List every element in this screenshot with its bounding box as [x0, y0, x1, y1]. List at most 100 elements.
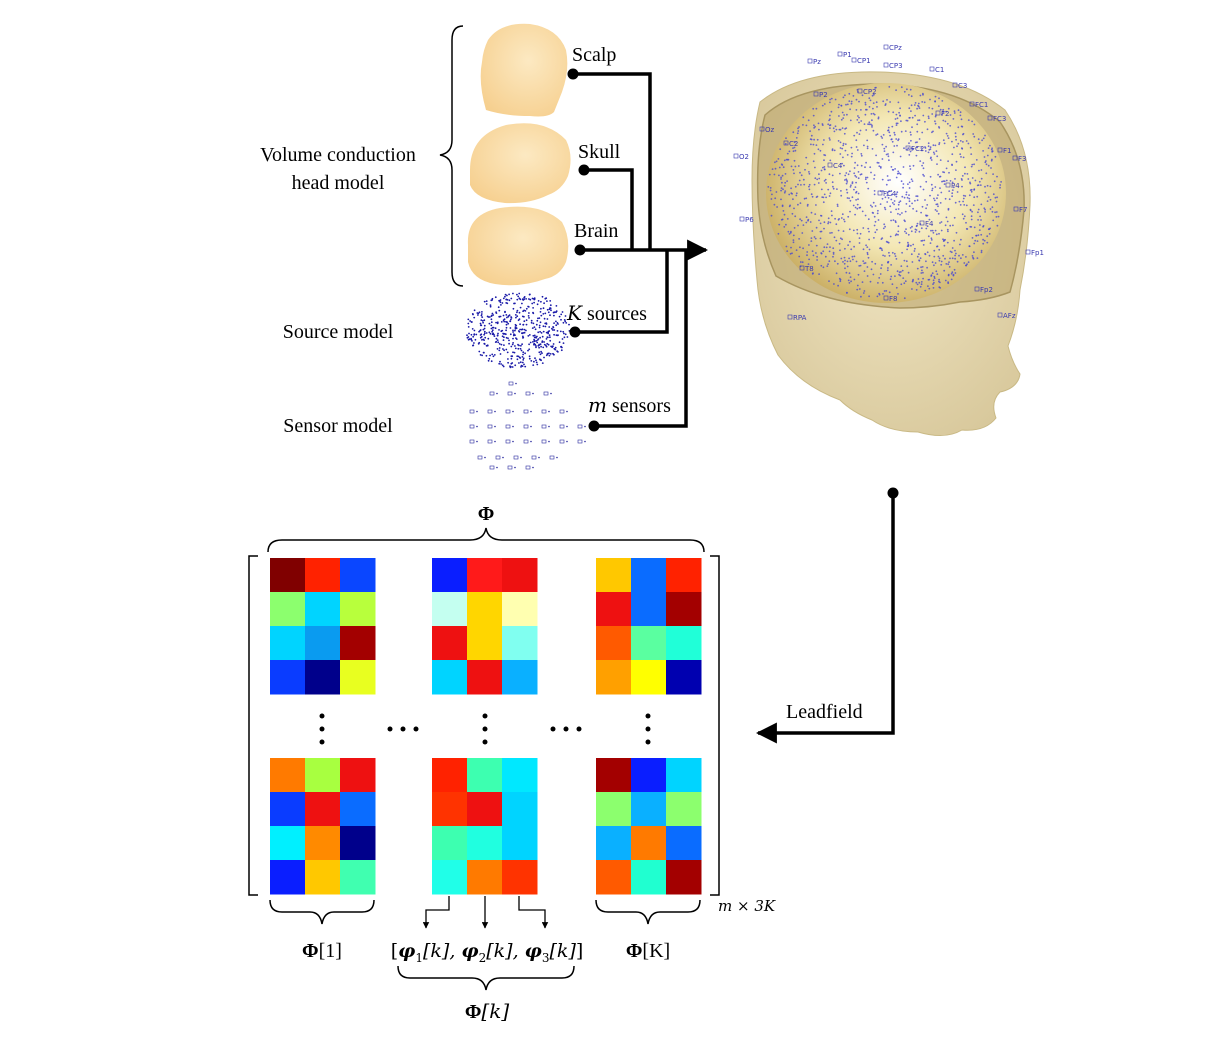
matrix-cell: [305, 660, 341, 695]
matrix-cell: [666, 826, 702, 861]
scalp-label: Scalp: [572, 44, 616, 66]
skull-label: Skull: [578, 141, 621, 163]
electrode-label: CP2: [863, 88, 877, 96]
electrode-label: RPA: [793, 314, 807, 322]
matrix-cell: [270, 860, 306, 895]
matrix-cell: [631, 792, 667, 827]
connector-lines: [573, 72, 709, 428]
matrix-cell: [432, 758, 468, 793]
matrix-cell: [340, 792, 376, 827]
matrix-cell: [305, 860, 341, 895]
electrode-label: F8: [889, 295, 897, 303]
matrix-left-bracket: [248, 555, 258, 896]
matrix-cell: [596, 626, 632, 661]
electrode-label: P1: [843, 51, 852, 59]
matrix-block: [432, 558, 538, 695]
matrix-cell: [305, 626, 341, 661]
electrode-label: Fp2: [980, 286, 993, 294]
matrix-cell: [467, 758, 503, 793]
matrix-dims: m × 3K: [718, 897, 776, 915]
matrix-cell: [666, 660, 702, 695]
matrix-block: [270, 558, 376, 695]
electrode-label: CPz: [889, 44, 902, 52]
k-sources-label: K sources: [566, 301, 647, 325]
electrode-label: F4: [925, 220, 934, 228]
matrix-cell: [502, 826, 538, 861]
electrode-label: Pz: [813, 58, 821, 66]
brain-label: Brain: [574, 220, 618, 242]
matrix-cell: [467, 826, 503, 861]
matrix-cell: [596, 792, 632, 827]
matrix-block: [596, 558, 702, 695]
matrix-cell: [631, 860, 667, 895]
matrix-block: [596, 758, 702, 895]
matrix-cell: [305, 592, 341, 627]
matrix-cell: [666, 792, 702, 827]
horizontal-ellipses: [387, 726, 582, 732]
matrix-cell: [467, 792, 503, 827]
sensor-layout: [469, 381, 586, 470]
matrix-cell: [270, 826, 306, 861]
matrix-cell: [666, 860, 702, 895]
matrix-block: [270, 758, 376, 895]
matrix-cell: [270, 758, 306, 793]
column-arrows: [422, 896, 549, 929]
electrode-label: CP3: [889, 62, 903, 70]
matrix-cell: [631, 592, 667, 627]
matrix-cell: [666, 592, 702, 627]
volume-label-line2: head model: [292, 172, 385, 194]
matrix-cell: [432, 792, 468, 827]
matrix-cell: [305, 758, 341, 793]
electrode-label: P4: [951, 182, 960, 190]
matrix-cell: [596, 592, 632, 627]
electrode-label: FC1: [975, 101, 988, 109]
matrix-cell: [502, 792, 538, 827]
matrix-cell: [467, 558, 503, 593]
phiK-brace: [595, 899, 701, 925]
matrix-cell: [631, 626, 667, 661]
head-model-brace: [439, 25, 464, 287]
matrix-right-bracket: [710, 555, 720, 896]
electrode-label: C4: [833, 162, 843, 170]
matrix-cell: [305, 826, 341, 861]
matrix-cell: [631, 558, 667, 593]
electrode-label: CP1: [857, 57, 871, 65]
electrode-label: FC4: [883, 190, 897, 198]
matrix-cell: [340, 626, 376, 661]
matrix-cell: [666, 758, 702, 793]
electrode-label: P6: [745, 216, 754, 224]
matrix-cell: [596, 860, 632, 895]
matrix-cell: [340, 592, 376, 627]
matrix-cell: [270, 558, 306, 593]
electrode-label: F1: [1003, 147, 1011, 155]
electrode-label: F3: [1018, 155, 1026, 163]
phi-K-label: Φ[K]: [626, 940, 670, 962]
electrode-label: FC3: [993, 115, 1006, 123]
phi-top-brace: [267, 527, 705, 553]
volume-label-line1: Volume conduction: [260, 144, 416, 166]
electrode-label: C2: [789, 140, 798, 148]
matrix-cell: [631, 758, 667, 793]
matrix-cell: [502, 626, 538, 661]
matrix-cell: [340, 558, 376, 593]
phi-1-label: Φ[1]: [302, 940, 342, 962]
matrix-cell: [432, 592, 468, 627]
electrode-label: F2: [941, 110, 949, 118]
scalp-shape: [480, 23, 568, 117]
phi-k-brace: [397, 965, 575, 991]
electrode-label: F7: [1019, 206, 1027, 214]
matrix-cell: [596, 758, 632, 793]
connector-dots: [567, 68, 600, 432]
sensor-model-label: Sensor model: [283, 415, 393, 437]
matrix-cell: [432, 558, 468, 593]
leadfield-connector: [755, 487, 899, 744]
matrix-cell: [270, 660, 306, 695]
matrix-cell: [340, 826, 376, 861]
electrode-label: Fp1: [1031, 249, 1044, 257]
matrix-cell: [467, 592, 503, 627]
matrix-cell: [305, 792, 341, 827]
skull-shape: [470, 123, 571, 204]
leadfield-label: Leadfield: [786, 701, 863, 723]
matrix-cell: [467, 626, 503, 661]
phi-k-columns-label: [φ1[k], φ2[k], φ3[k]]: [391, 940, 584, 965]
